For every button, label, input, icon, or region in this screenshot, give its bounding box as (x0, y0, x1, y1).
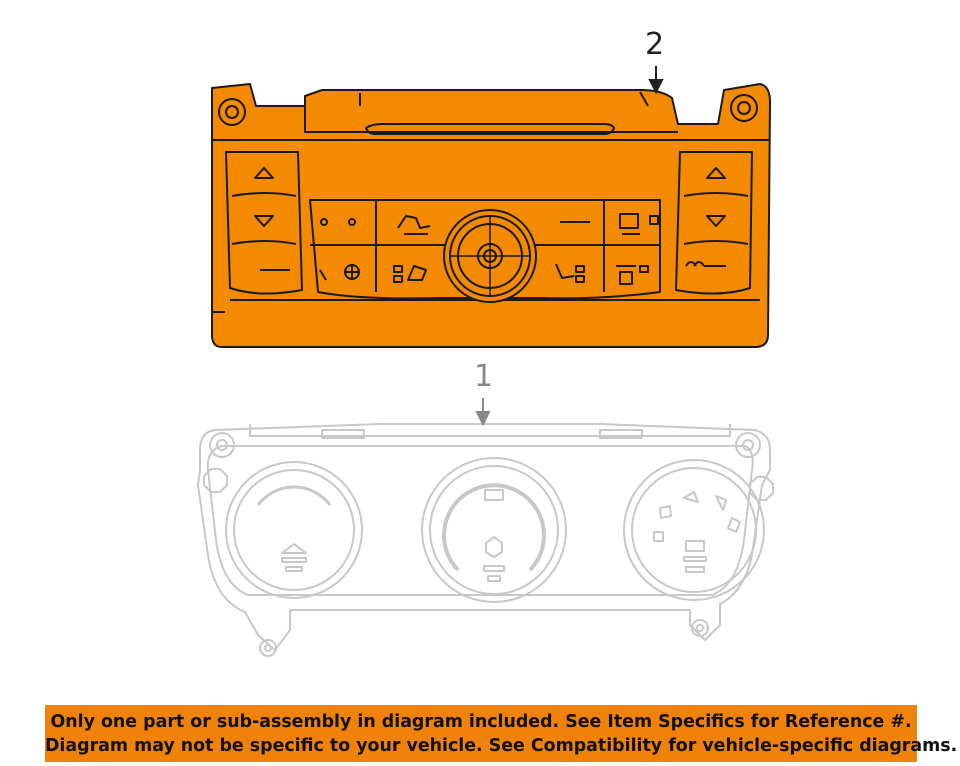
notice-bar (45, 705, 917, 762)
part-2-control-module (211, 83, 771, 348)
part-1-hvac-control-ghost (197, 423, 774, 657)
disclaimer-notice: Only one part or sub-assembly in diagram… (45, 705, 958, 762)
callout-leaders (475, 66, 664, 427)
center-knob (443, 209, 537, 303)
right-temp-buttons (675, 151, 753, 295)
left-temp-buttons (225, 151, 303, 295)
notice-line-2: Diagram may not be specific to your vehi… (45, 736, 958, 756)
callout-1: 1 (474, 359, 494, 394)
notice-line-1: Only one part or sub-assembly in diagram… (50, 712, 912, 732)
callout-2: 2 (645, 27, 665, 62)
